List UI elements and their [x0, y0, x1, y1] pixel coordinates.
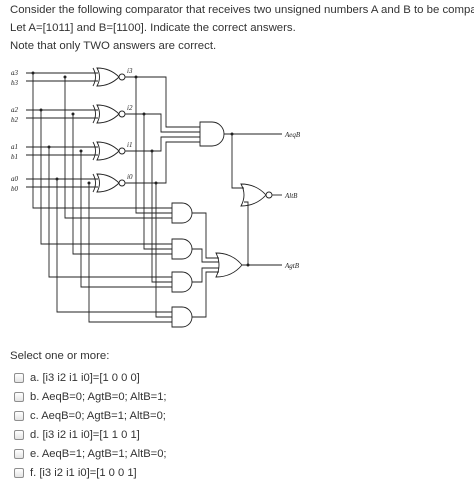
- label-i0: i0: [127, 173, 133, 181]
- label-b0: b0: [11, 185, 19, 193]
- option-d-label[interactable]: d. [i3 i2 i1 i0]=[1 1 0 1]: [30, 428, 140, 441]
- label-i2: i2: [127, 104, 133, 112]
- question-line-2: Let A=[1011] and B=[1100]. Indicate the …: [10, 22, 296, 34]
- question-line-1: Consider the following comparator that r…: [10, 4, 474, 16]
- label-aeqb: AeqB: [284, 131, 301, 139]
- option-a[interactable]: a. [i3 i2 i1 i0]=[1 0 0 0]: [14, 368, 167, 387]
- or-gate-agtb: [215, 252, 243, 278]
- xnor-gate-0: [92, 173, 126, 193]
- label-i1: i1: [127, 141, 132, 149]
- nor-gate-altb: [240, 183, 273, 207]
- option-c-label[interactable]: c. AeqB=0; AgtB=1; AltB=0;: [30, 409, 166, 422]
- checkbox-b[interactable]: [14, 391, 24, 402]
- label-a0: a0: [11, 175, 19, 183]
- and-gate-gt3: [171, 202, 193, 224]
- option-c[interactable]: c. AeqB=0; AgtB=1; AltB=0;: [14, 406, 167, 425]
- label-b3: b3: [11, 79, 19, 87]
- answer-options: a. [i3 i2 i1 i0]=[1 0 0 0] b. AeqB=0; Ag…: [14, 368, 167, 482]
- xnor-gate-3: [92, 67, 126, 87]
- label-b1: b1: [11, 153, 18, 161]
- option-f-label[interactable]: f. [i3 i2 i1 i0]=[1 0 0 1]: [30, 466, 137, 479]
- label-agtb: AgtB: [284, 262, 300, 270]
- label-altb: AltB: [284, 192, 298, 200]
- question-line-3: Note that only TWO answers are correct.: [10, 40, 217, 52]
- label-a3: a3: [11, 69, 19, 77]
- label-i3: i3: [127, 67, 133, 75]
- checkbox-a[interactable]: [14, 372, 24, 383]
- checkbox-e[interactable]: [14, 448, 24, 459]
- label-b2: b2: [11, 116, 19, 124]
- checkbox-d[interactable]: [14, 429, 24, 440]
- select-prompt: Select one or more:: [10, 350, 110, 362]
- option-e[interactable]: e. AeqB=1; AgtB=1; AltB=0;: [14, 444, 167, 463]
- xnor-gate-1: [92, 141, 126, 161]
- option-e-label[interactable]: e. AeqB=1; AgtB=1; AltB=0;: [30, 447, 167, 460]
- option-b-label[interactable]: b. AeqB=0; AgtB=0; AltB=1;: [30, 390, 167, 403]
- comparator-circuit-diagram: a3 b3 a2 b2 a1 b1 a0 b0 i3 i2 i1 i0 AeqB…: [11, 67, 301, 328]
- and-gate-gt1: [171, 271, 193, 293]
- checkbox-c[interactable]: [14, 410, 24, 421]
- option-b[interactable]: b. AeqB=0; AgtB=0; AltB=1;: [14, 387, 167, 406]
- and-gate-gt0: [171, 306, 193, 328]
- label-a2: a2: [11, 106, 19, 114]
- option-f[interactable]: f. [i3 i2 i1 i0]=[1 0 0 1]: [14, 463, 167, 482]
- and-gate-aeqb: [199, 121, 225, 147]
- checkbox-f[interactable]: [14, 467, 24, 478]
- option-a-label[interactable]: a. [i3 i2 i1 i0]=[1 0 0 0]: [30, 371, 140, 384]
- and-gate-gt2: [171, 238, 193, 260]
- xnor-gate-2: [92, 104, 126, 124]
- label-a1: a1: [11, 143, 18, 151]
- option-d[interactable]: d. [i3 i2 i1 i0]=[1 1 0 1]: [14, 425, 167, 444]
